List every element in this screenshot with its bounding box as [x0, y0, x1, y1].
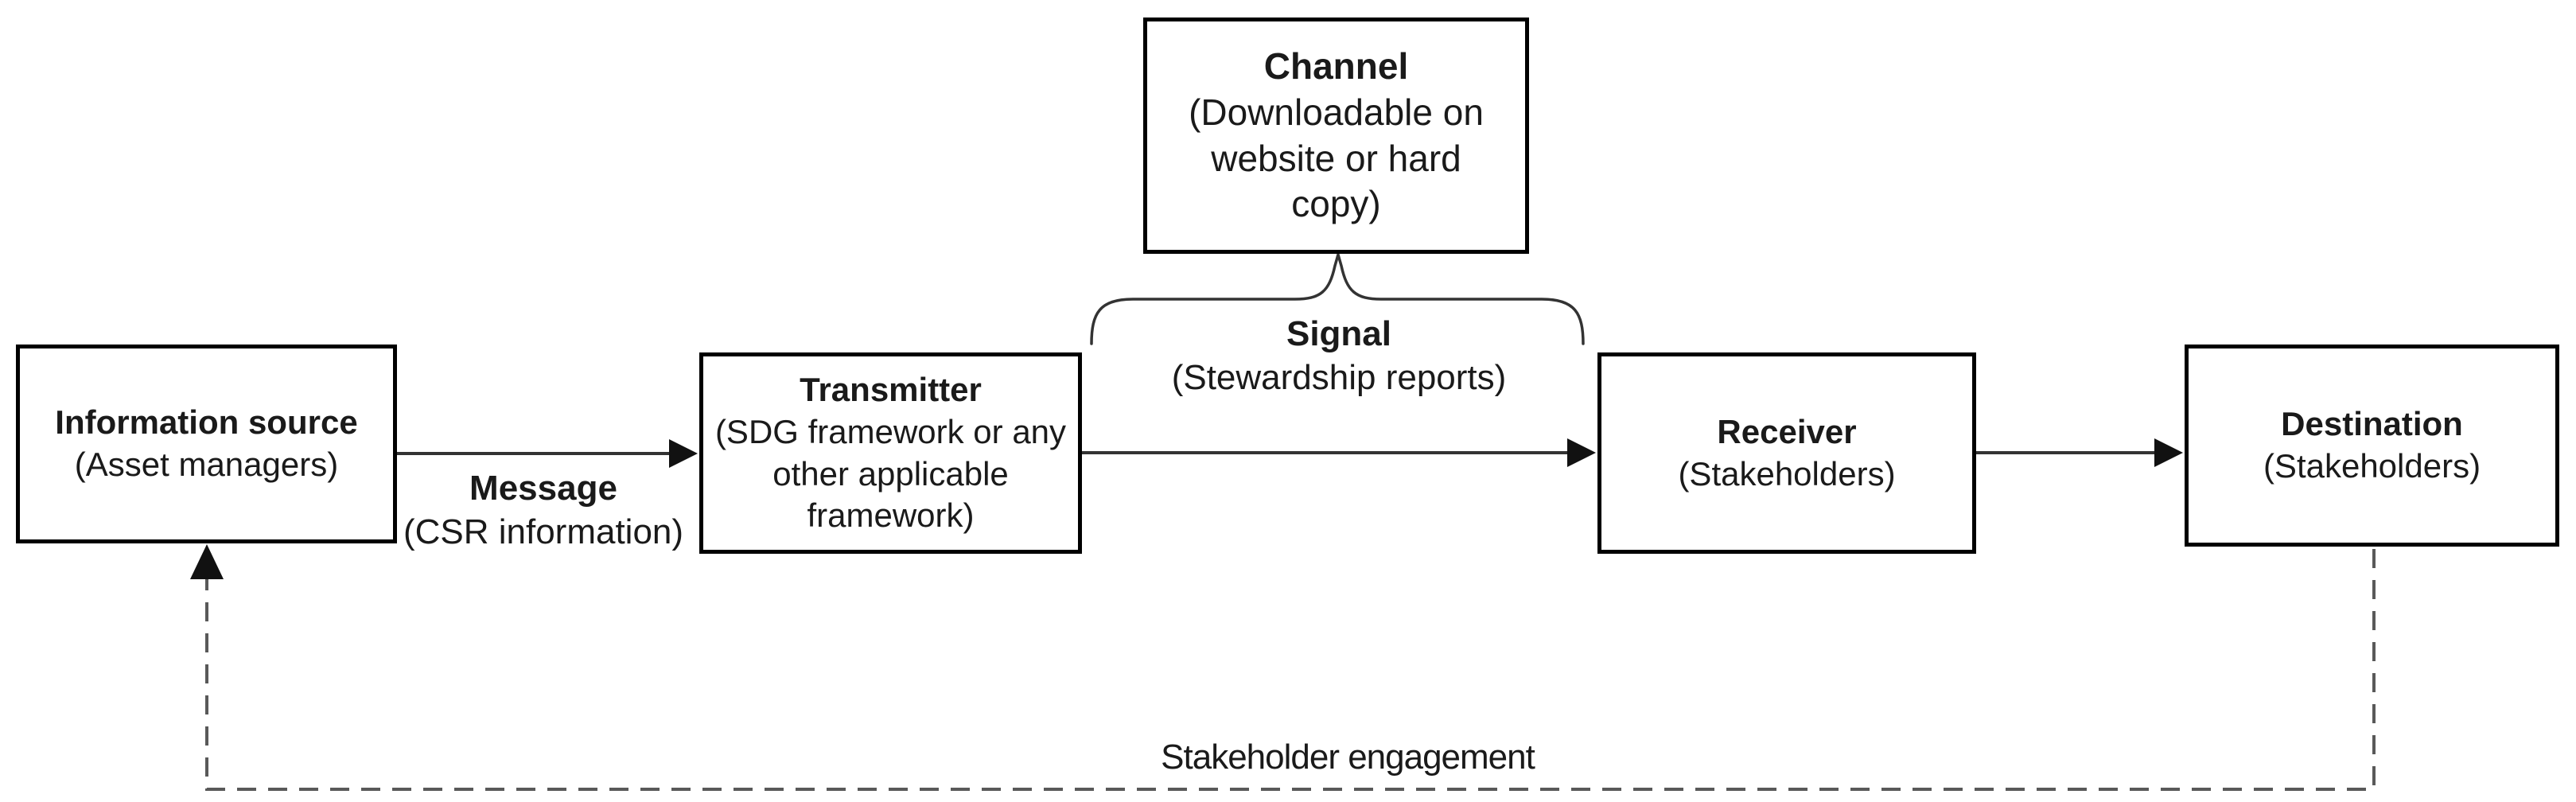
- destination-box: Destination (Stakeholders): [2185, 345, 2559, 547]
- feedback-arrowhead: [190, 544, 224, 579]
- message-arrowhead: [669, 439, 698, 468]
- message-label-title: Message: [469, 469, 617, 508]
- information-source-title: Information source: [55, 403, 358, 442]
- stakeholder-engagement-label-text: Stakeholder engagement: [1161, 738, 1535, 777]
- receiver-destination-arrowhead: [2154, 438, 2183, 467]
- channel-box: Channel (Downloadable on website or hard…: [1143, 18, 1529, 254]
- receiver-box: Receiver (Stakeholders): [1597, 352, 1976, 554]
- signal-label-subtitle: (Stewardship reports): [1171, 358, 1507, 397]
- signal-label: Signal (Stewardship reports): [1172, 312, 1507, 399]
- receiver-subtitle: (Stakeholders): [1678, 454, 1896, 492]
- message-label-subtitle: (CSR information): [403, 512, 684, 551]
- transmitter-title: Transmitter: [800, 370, 982, 408]
- information-source-box: Information source (Asset managers): [16, 345, 397, 543]
- channel-subtitle: (Downloadable on website or hard copy): [1189, 91, 1484, 225]
- signal-arrowhead: [1567, 438, 1596, 467]
- destination-title: Destination: [2281, 405, 2463, 443]
- channel-brace: [1090, 249, 1585, 345]
- receiver-title: Receiver: [1717, 412, 1857, 450]
- transmitter-subtitle: (SDG framework or any other applicable f…: [714, 412, 1067, 535]
- feedback-dashed-path: [205, 549, 2376, 791]
- message-label: Message (CSR information): [403, 466, 683, 554]
- transmitter-box: Transmitter (SDG framework or any other …: [699, 352, 1082, 554]
- information-source-subtitle: (Asset managers): [74, 446, 339, 483]
- channel-title: Channel: [1263, 45, 1409, 87]
- destination-subtitle: (Stakeholders): [2263, 447, 2481, 485]
- stakeholder-engagement-label: Stakeholder engagement: [1161, 735, 1535, 779]
- signal-label-title: Signal: [1286, 314, 1392, 353]
